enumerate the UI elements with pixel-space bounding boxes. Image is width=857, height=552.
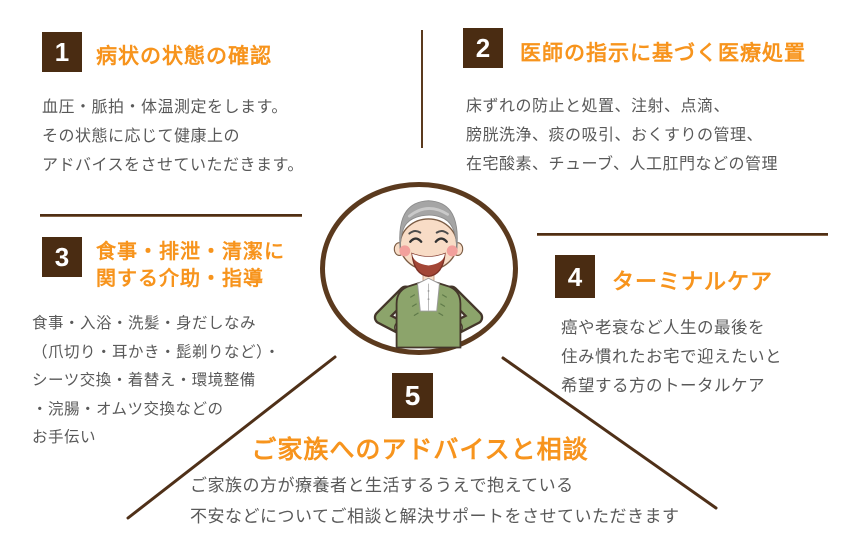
step-4-body: 癌や老衰など人生の最後を 住み慣れたお宅で迎えたいと 希望する方のトータルケア	[561, 319, 782, 395]
step-1-body: 血圧・脈拍・体温測定をします。 その状態に応じて健康上の アドバイスをさせていた…	[42, 99, 304, 174]
step-1-title: 病状の状態の確認	[96, 45, 272, 68]
step-3-number-badge: 3	[42, 237, 82, 277]
step-3-body: 食事・入浴・洗髪・身だしなみ （爪切り・耳かき・髭剃りなど）・ シーツ交換・着替…	[32, 315, 281, 446]
step-5-number-badge: 5	[392, 373, 433, 418]
step-5-title: ご家族へのアドバイスと相談	[251, 436, 589, 464]
step-2-number-badge: 2	[463, 28, 503, 68]
elderly-man-icon	[373, 200, 484, 349]
step-4-title: ターミナルケア	[612, 269, 774, 294]
step-2-body: 床ずれの防止と処置、注射、点滴、 膀胱洗浄、痰の吸引、おくすりの管理、 在宅酸素…	[466, 98, 779, 173]
step-5-body: ご家族の方が療養者と生活するうえで抱えている 不安などについてご相談と解決サポー…	[190, 476, 680, 526]
divider-line-section3	[40, 214, 302, 217]
divider-line-vertical	[421, 30, 423, 148]
step-2-title: 医師の指示に基づく医療処置	[520, 42, 806, 65]
step-3-title: 食事・排泄・清潔に 関する介助・指導	[96, 241, 285, 290]
step-1-number-badge: 1	[42, 32, 82, 72]
divider-line-section4	[537, 233, 828, 236]
step-4-number-badge: 4	[555, 255, 595, 298]
